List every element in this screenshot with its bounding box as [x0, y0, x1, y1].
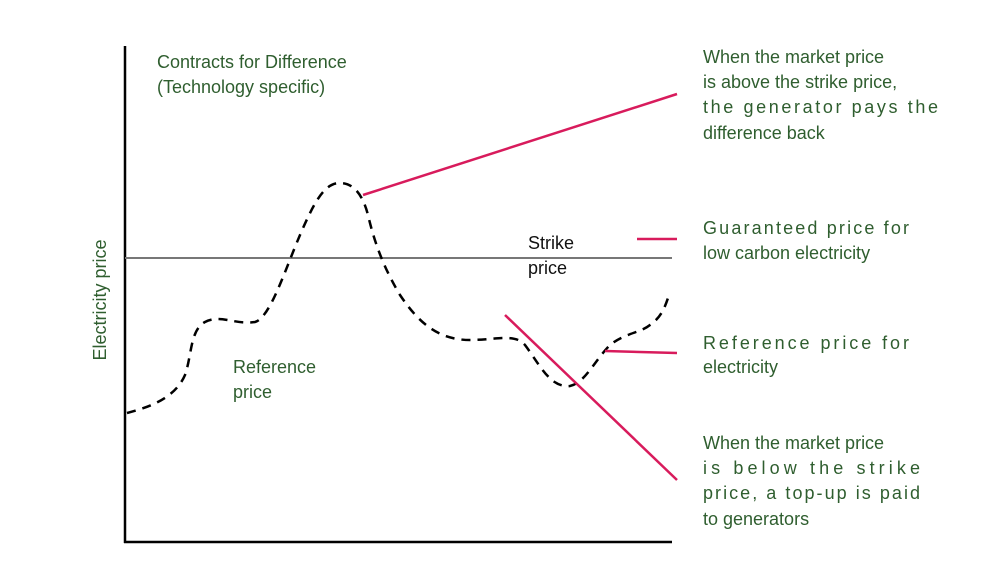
callout-reference-line	[604, 349, 678, 355]
annotation-reference: Reference price for electricity	[703, 333, 909, 377]
annotation-below: When the market price is below the strik…	[703, 433, 920, 529]
annotation-line: Reference price for	[703, 333, 909, 353]
reference-price-curve	[126, 181, 670, 415]
annotation-line: When the market price	[703, 433, 884, 453]
strike-label-2: price	[528, 258, 567, 278]
reference-label-1: Reference	[233, 357, 316, 377]
strike-label-1: Strike	[528, 233, 574, 253]
annotation-line: difference back	[703, 123, 826, 143]
annotation-line: to generators	[703, 509, 809, 529]
annotation-above: When the market price is above the strik…	[703, 47, 938, 143]
y-axis-label: Electricity price	[90, 239, 110, 360]
annotation-strike: Guaranteed price for low carbon electric…	[703, 218, 909, 263]
annotation-line: When the market price	[703, 47, 884, 67]
annotation-line: Guaranteed price for	[703, 218, 909, 238]
annotation-line: the generator pays the	[703, 97, 938, 117]
annotation-line: price, a top-up is paid	[703, 483, 920, 503]
title-line-2: (Technology specific)	[157, 77, 325, 97]
annotation-line: low carbon electricity	[703, 243, 870, 263]
annotation-line: is below the strike	[703, 458, 920, 478]
annotation-line: electricity	[703, 357, 778, 377]
callout-below-line	[504, 314, 678, 481]
title-line-1: Contracts for Difference	[157, 52, 347, 72]
annotation-line: is above the strike price,	[703, 72, 897, 92]
callout-above-line	[362, 92, 678, 197]
reference-label-2: price	[233, 382, 272, 402]
